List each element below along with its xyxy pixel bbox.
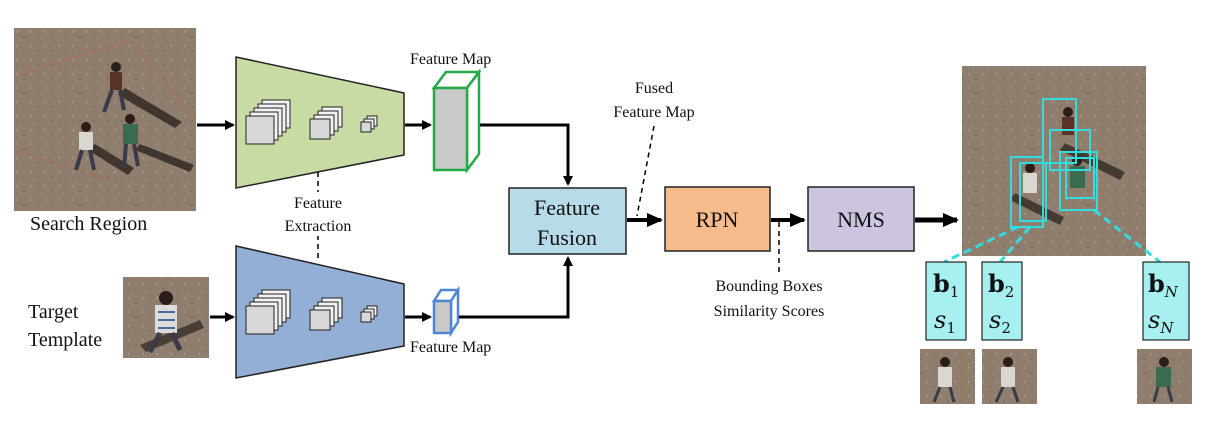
arrow-top-map-to-fusion	[480, 123, 573, 186]
person-figure	[74, 122, 96, 171]
rpn-label: RPN	[696, 207, 739, 232]
fused-feature-map-label-line2: Feature Map	[613, 104, 694, 121]
b-subscript: N	[1164, 283, 1179, 301]
target-template-label-line2: Template	[28, 329, 102, 351]
conv-stack-small	[360, 305, 378, 323]
output-panel-1: b1 s1	[925, 261, 967, 341]
feature-map-top	[431, 68, 482, 174]
nms-box	[807, 186, 915, 252]
detection-box	[1010, 98, 1098, 228]
nms-label: NMS	[837, 207, 885, 232]
feature-extractor-bottom	[235, 245, 405, 379]
feature-fusion-box	[508, 187, 627, 255]
feature-extractor-top	[235, 56, 405, 189]
feature-extraction-label-line2: Extraction	[285, 218, 352, 235]
search-region-label: Search Region	[30, 213, 147, 235]
person-figure	[122, 114, 140, 169]
fused-feature-map-label-line1: Fused	[635, 80, 673, 97]
target-template-label-line1: Target	[28, 301, 79, 323]
leader-line-n	[1093, 208, 1161, 264]
conv-stack-small	[360, 115, 378, 133]
candidate-crop-n	[1137, 349, 1192, 404]
conv-stack-large	[245, 99, 291, 145]
svg-text:sN: sN	[1148, 306, 1174, 337]
feature-map-bottom-label: Feature Map	[410, 339, 491, 356]
feature-map-top-label: Feature Map	[410, 51, 491, 68]
output-panel-n: bN sN	[1142, 261, 1190, 341]
svg-text:bN: bN	[1148, 269, 1179, 301]
bounding-boxes-label: Bounding Boxes	[715, 278, 822, 295]
search-region-image	[13, 28, 197, 211]
s-subscript: 2	[1001, 319, 1011, 337]
candidate-crop-2	[982, 349, 1037, 404]
person-figure	[102, 62, 126, 113]
leader-line-1	[943, 225, 1019, 264]
feature-map-bottom	[431, 285, 461, 338]
conv-stack-large	[245, 289, 291, 335]
b-subscript: 2	[1005, 283, 1015, 301]
output-detection-image	[962, 66, 1146, 256]
rpn-box	[664, 186, 771, 252]
fused-feature-map-dashed-line	[636, 125, 655, 217]
feature-fusion-label-line2: Fusion	[537, 225, 597, 250]
conv-stack-medium	[309, 297, 343, 331]
arrow-bottom-map-to-fusion	[459, 256, 573, 319]
feature-fusion-label-line1: Feature	[534, 195, 600, 220]
s-subscript: N	[1159, 319, 1174, 337]
s-subscript: 1	[946, 319, 956, 337]
target-template-image	[123, 277, 209, 358]
output-panel-2: b2 s2	[981, 261, 1023, 341]
candidate-crop-1	[920, 349, 975, 404]
feature-extraction-label-line1: Feature	[294, 195, 342, 212]
similarity-scores-label: Similarity Scores	[714, 303, 825, 320]
b-subscript: 1	[950, 283, 960, 301]
conv-stack-medium	[309, 106, 343, 140]
leader-line-2	[998, 226, 1032, 263]
